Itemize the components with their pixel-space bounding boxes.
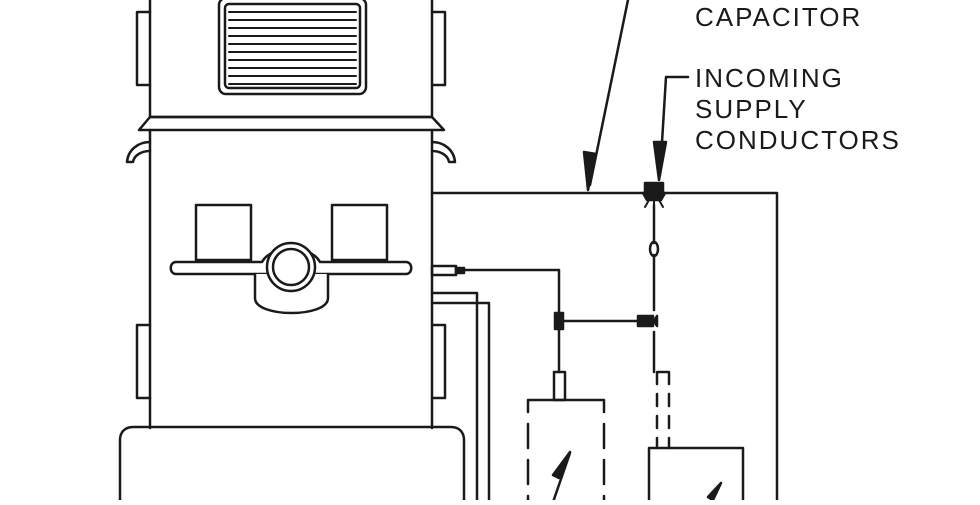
motor-unit: [118, 0, 466, 505]
relay-stem: [655, 370, 671, 450]
shaft-inner-ring: [271, 247, 311, 287]
supply-terminal: [641, 181, 667, 208]
capacitor-component: [526, 370, 606, 505]
motor-terminal: [430, 264, 458, 277]
motor-flange: [137, 115, 446, 132]
upper-side-brackets: [135, 10, 447, 87]
incoming-label-line1: INCOMING: [695, 63, 844, 93]
motor-lower-housing: [148, 128, 434, 430]
motor-upper-housing: [148, 0, 434, 119]
relay-component: [647, 370, 745, 505]
capacitor-label: CAPACITOR: [695, 2, 863, 32]
supply-leader-arrowhead: [652, 140, 668, 182]
motor-base: [118, 425, 466, 505]
right-hook: [430, 140, 457, 164]
capacitor-leader-arrowhead: [582, 150, 598, 192]
supply-leader-line: [658, 75, 690, 177]
relay-body: [647, 446, 745, 505]
junction-box-left: [194, 203, 253, 262]
capacitor-stem: [552, 370, 567, 402]
supply-line: [430, 191, 779, 505]
vent-grille: [217, 0, 368, 96]
incoming-label-line3: CONDUCTORS: [695, 125, 901, 155]
motor-lead-1: [430, 291, 479, 505]
label-leaders: [582, 0, 690, 192]
lower-side-brackets: [135, 323, 447, 400]
left-hook: [125, 140, 152, 164]
junction-box-right: [330, 203, 389, 262]
wiring: [430, 181, 779, 505]
capacitor-feed-wire: [462, 268, 561, 374]
incoming-label-line2: SUPPLY: [695, 94, 808, 124]
motor-lead-2: [430, 301, 491, 505]
capacitor-body: [526, 398, 606, 505]
